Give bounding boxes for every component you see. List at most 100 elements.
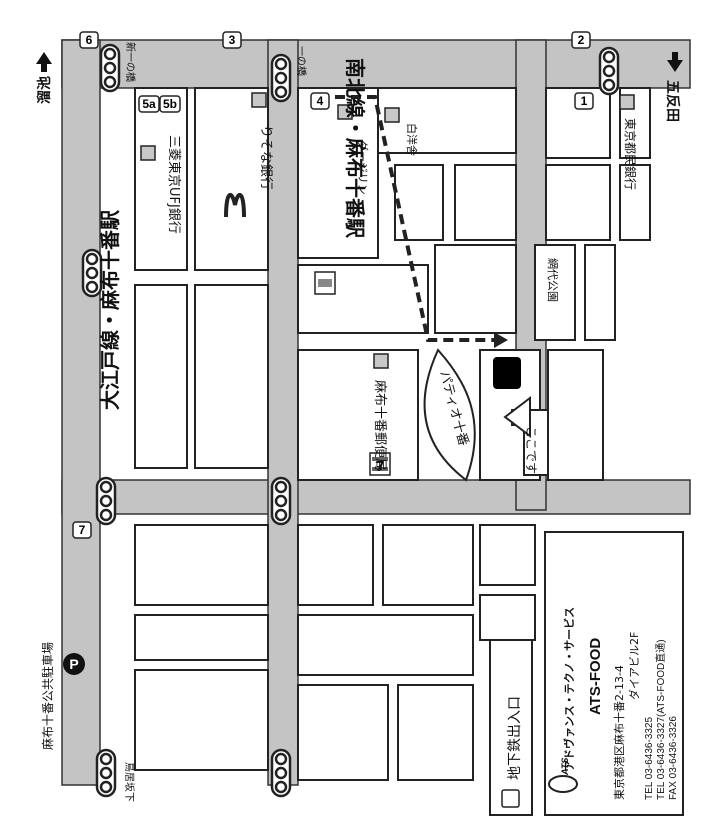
block <box>134 87 188 271</box>
exit-badge: 4 <box>310 92 330 110</box>
exit-badge: 5a <box>138 95 160 113</box>
svg-text:4: 4 <box>317 94 324 108</box>
yoyo-label: 白洋舎 <box>405 123 419 156</box>
seven-eleven-logo-icon: 7 <box>369 452 391 476</box>
here-label: ここです <box>524 426 538 474</box>
block <box>479 524 536 586</box>
resona-bank-label: りそな銀行 <box>258 125 273 190</box>
toriizaka-shita-label: 鳥居坂下 <box>123 762 136 802</box>
route-arrow-icon <box>494 332 508 348</box>
signal-icon <box>270 476 292 526</box>
block <box>382 524 474 606</box>
parking-label: 麻布十番公共駐車場 <box>40 642 55 750</box>
exit-badge: 5b <box>159 95 181 113</box>
landmark-icons <box>140 92 635 369</box>
tokyo-toshin-bank-icon <box>619 94 635 110</box>
block <box>297 684 389 781</box>
signal-icon <box>270 748 292 798</box>
legend-exit-icon <box>501 789 520 808</box>
company-address1: 東京都港区麻布十番2-13-4 <box>612 665 626 800</box>
oedo-line-label: 大江戸線・麻布十番駅 <box>98 210 122 410</box>
legend-label: 地下鉄出入口 <box>507 696 523 780</box>
tameike-label: 溜池 <box>36 76 53 104</box>
signal-icon <box>99 43 121 93</box>
block <box>377 87 517 154</box>
signal-icon <box>95 748 117 798</box>
block <box>194 284 269 469</box>
exit-badge: 2 <box>571 31 591 49</box>
svg-text:5a: 5a <box>142 97 156 111</box>
block <box>479 594 536 641</box>
exit-badge: 1 <box>574 92 594 110</box>
city-blocks <box>134 87 651 781</box>
svg-text:6: 6 <box>86 33 93 47</box>
amishiro-park-label: 網代公園 <box>546 258 560 302</box>
mufj-bank-label: 三菱東京UFJ銀行 <box>166 135 182 234</box>
road-oedo <box>61 479 691 515</box>
parking-icon <box>63 653 85 675</box>
post-office-icon <box>373 353 389 369</box>
company-tel1: TEL 03-6436-3325 <box>644 717 655 800</box>
gotanda-label: 五反田 <box>664 80 681 122</box>
block <box>134 669 269 771</box>
block <box>397 684 474 781</box>
exit-badge: 7 <box>72 521 92 539</box>
block <box>454 164 517 241</box>
tameike-arrow-icon <box>36 52 52 72</box>
block <box>434 244 517 334</box>
company-box <box>544 531 684 816</box>
mcdonalds-logo-icon <box>224 193 246 218</box>
darjeeling-icon <box>337 104 353 120</box>
company-name: ATS-FOOD <box>587 638 604 715</box>
block <box>134 524 269 606</box>
company-address2: ダイアビル2F <box>627 632 641 700</box>
parking-icon-label: P <box>69 656 78 672</box>
signal-icon <box>95 476 117 526</box>
resona-bank-icon <box>251 92 267 108</box>
legend-box <box>489 639 533 816</box>
block <box>394 164 444 241</box>
road-top <box>61 39 691 89</box>
svg-text:5b: 5b <box>163 97 177 111</box>
company-service: アドヴァンス・テクノ・サービス <box>562 607 576 771</box>
seven-eleven-label: 7 <box>375 460 384 475</box>
svg-text:3: 3 <box>229 33 236 47</box>
road-left-vertical <box>61 39 101 786</box>
ichinohashi-label: 一の橋 <box>295 46 308 76</box>
exit-badge: 6 <box>79 31 99 49</box>
block <box>619 164 651 241</box>
block <box>297 614 474 676</box>
mufj-bank-icon <box>140 145 156 161</box>
signal-icon <box>598 46 620 96</box>
block <box>545 164 611 241</box>
ats-logo-text: ATS <box>560 758 570 776</box>
store-logo-icon <box>314 271 336 295</box>
block <box>134 284 188 469</box>
block <box>297 524 374 606</box>
block <box>584 244 616 341</box>
company-fax: FAX 03-6436-3326 <box>668 716 679 800</box>
svg-text:1: 1 <box>581 94 588 108</box>
darjeeling-label: ダージリン <box>356 140 370 195</box>
gotanda-arrow-icon <box>667 52 683 72</box>
post-office-label: 麻布十番郵便局 <box>372 380 387 471</box>
block <box>194 87 269 271</box>
here-arrow-icon <box>511 409 549 476</box>
company-tel2: TEL 03-6436-3327(ATS-FOOD直通) <box>654 639 667 800</box>
signal-icon <box>81 248 103 298</box>
signal-icon <box>270 53 292 103</box>
exit-badges: 1 2 3 4 5a 5b 6 7 <box>72 31 594 539</box>
block <box>297 349 419 481</box>
traffic-signals <box>81 43 620 798</box>
yoyo-icon <box>384 107 400 123</box>
destination-marker <box>493 357 521 389</box>
shin-ichinohashi-label: 新一の橋 <box>124 42 137 82</box>
ats-logo-icon <box>548 775 578 793</box>
tokyo-toshin-bank-label: 東京都民銀行 <box>623 118 637 190</box>
route-path <box>335 95 495 342</box>
svg-text:7: 7 <box>79 523 86 537</box>
exit-badge: 3 <box>222 31 242 49</box>
namboku-line-label: 南北線・麻布十番駅 <box>343 58 367 238</box>
